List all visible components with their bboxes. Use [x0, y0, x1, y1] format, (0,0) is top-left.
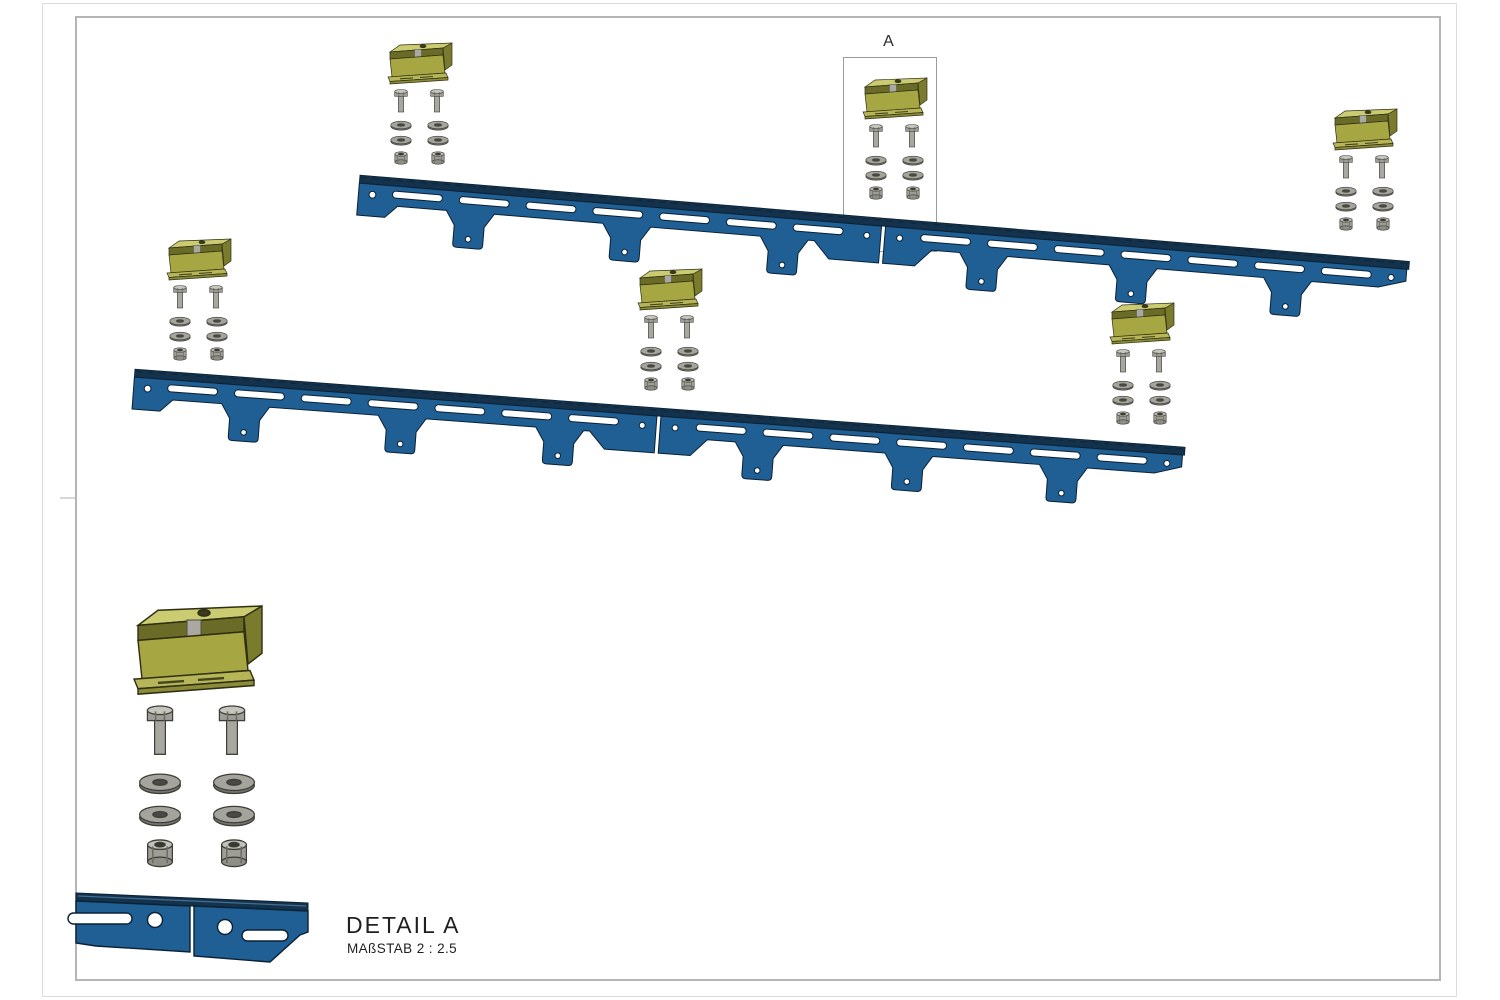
hex-nut [1376, 217, 1390, 231]
flat-washer [1149, 380, 1171, 391]
bracket-top-hole [1141, 304, 1149, 309]
hex-bolt [905, 124, 919, 148]
clamp-bracket [1332, 108, 1398, 151]
flat-washer [1335, 186, 1357, 197]
detail-view-title: DETAIL A [346, 912, 461, 938]
clamp-bracket [166, 238, 232, 281]
flat-washer [427, 135, 449, 146]
detail-callout-label: A [883, 33, 895, 50]
flat-washer [139, 805, 181, 827]
hex-nut [220, 839, 247, 868]
flat-washer [677, 361, 699, 372]
flat-washer [390, 135, 412, 146]
flat-washer [427, 120, 449, 131]
fastener-group-2 [1330, 108, 1400, 235]
flat-washer [1372, 201, 1394, 212]
fastener-group-a [860, 77, 930, 204]
hex-bolt [1375, 155, 1389, 179]
flat-washer [169, 331, 191, 342]
flat-washer [1149, 395, 1171, 406]
mounting-rail-bottom [128, 368, 1190, 517]
rail-holes [368, 190, 1395, 310]
flat-washer [640, 346, 662, 357]
frame-centering-mark [60, 497, 75, 499]
rail-bolt-hole [146, 911, 164, 929]
rail-segment-left [75, 900, 191, 953]
hex-bolt [644, 315, 658, 339]
flat-washer [640, 361, 662, 372]
clamp-bracket [1109, 302, 1175, 345]
detail-fastener-group [128, 604, 268, 877]
rail-slots [392, 190, 1372, 279]
flat-washer [212, 773, 255, 795]
drawing-frame [75, 16, 1441, 981]
flat-washer [206, 316, 228, 327]
hex-nut [147, 839, 173, 868]
fastener-group-1 [385, 42, 455, 169]
bracket-top-hole [894, 79, 902, 84]
clamp-bracket [862, 77, 928, 120]
flat-washer [212, 805, 255, 827]
hex-nut [1153, 411, 1167, 425]
hex-bolt [1339, 155, 1353, 179]
clamp-bracket [637, 268, 703, 311]
hex-bolt [680, 315, 694, 339]
hex-nut [644, 377, 658, 391]
hex-bolt [218, 705, 246, 755]
hex-nut [1116, 411, 1130, 425]
hex-bolt [869, 124, 883, 148]
flat-washer [1112, 395, 1134, 406]
hex-bolt [394, 89, 408, 113]
hex-nut [394, 151, 408, 165]
rail-slots [167, 384, 1148, 465]
hex-bolt [209, 285, 223, 309]
flat-washer [677, 346, 699, 357]
flat-washer [139, 773, 181, 795]
rail-bolt-hole [216, 918, 234, 936]
bracket-top-hole [197, 608, 211, 617]
hex-nut [173, 347, 187, 361]
hex-bolt [173, 285, 187, 309]
bracket-top-hole [1364, 110, 1372, 115]
hex-nut [681, 377, 695, 391]
detail-view-scale: MAßSTAB 2 : 2.5 [347, 941, 458, 956]
flat-washer [206, 331, 228, 342]
hex-bolt [146, 705, 174, 755]
flat-washer [1335, 201, 1357, 212]
bracket-top-hole [419, 44, 427, 49]
clamp-bracket [132, 604, 263, 695]
hex-nut [1339, 217, 1353, 231]
hex-nut [431, 151, 445, 165]
clamp-bracket [387, 42, 453, 85]
bracket-top-hole [669, 270, 677, 275]
hex-bolt [430, 89, 444, 113]
detail-rail-joint [67, 886, 309, 968]
hex-nut [210, 347, 224, 361]
flat-washer [902, 155, 924, 166]
fastener-group-4 [635, 268, 705, 395]
flat-washer [390, 120, 412, 131]
flat-washer [1112, 380, 1134, 391]
rail-holes [143, 384, 1171, 497]
rail-top-face [358, 174, 1410, 270]
rail-slot [241, 929, 289, 942]
rail-slot [67, 912, 133, 925]
hex-nut [906, 186, 920, 200]
flat-washer [169, 316, 191, 327]
flat-washer [865, 155, 887, 166]
flat-washer [902, 170, 924, 181]
mounting-rail-top [352, 174, 1414, 332]
flat-washer [1372, 186, 1394, 197]
bracket-top-hole [198, 240, 206, 245]
sheet-outer-frame [42, 3, 1457, 997]
flat-washer [865, 170, 887, 181]
rail-top-face [133, 368, 1186, 456]
hex-bolt [1116, 349, 1130, 373]
fastener-group-5 [1107, 302, 1177, 429]
hex-nut [869, 186, 883, 200]
hex-bolt [1152, 349, 1166, 373]
fastener-group-3 [164, 238, 234, 365]
